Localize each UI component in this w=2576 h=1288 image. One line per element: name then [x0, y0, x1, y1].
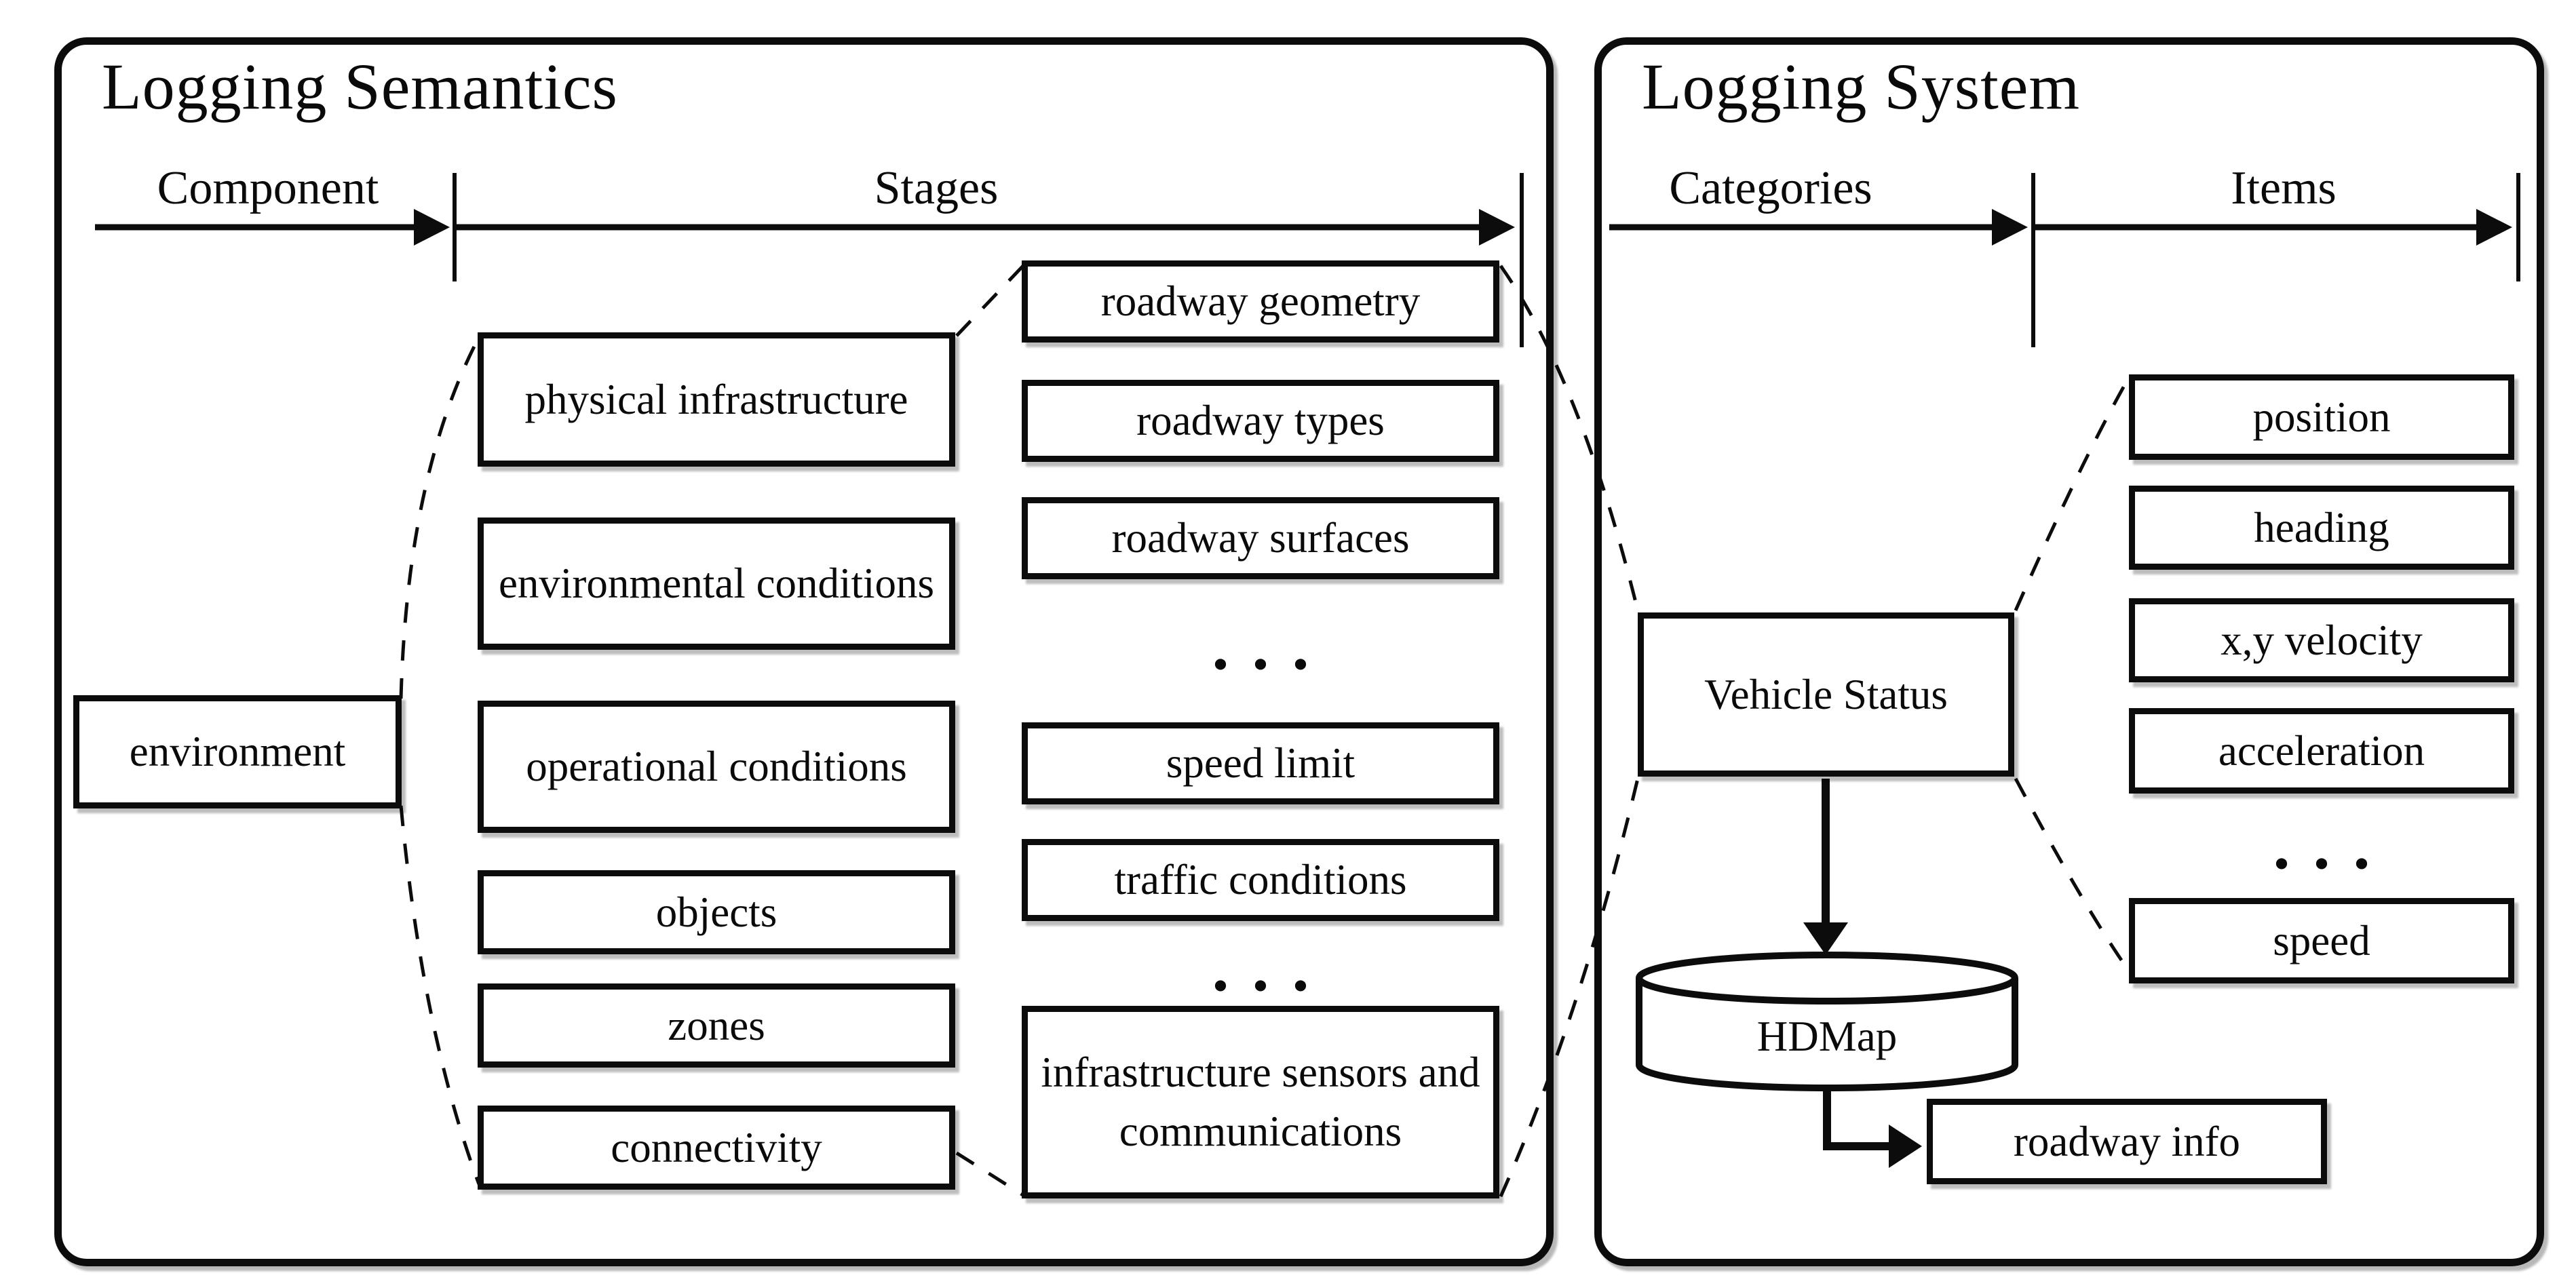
- stage-box-environmental-conditions: environmental conditions: [478, 518, 955, 650]
- ellipsis-more-stages: ...: [1212, 608, 1332, 684]
- dashed-link-physical-infrastructure-roadway-geometry: [955, 265, 1024, 337]
- item-box-position: position: [2129, 374, 2514, 460]
- column-header-categories: Categories: [1669, 162, 1872, 214]
- stage-box-infrastructure-sensors-communications: infrastructure sensors and communication…: [1022, 1006, 1499, 1198]
- arrowhead-icon: [1992, 209, 2028, 246]
- item-box-heading: heading: [2129, 486, 2514, 570]
- column-header-stages: Stages: [874, 162, 999, 214]
- column-header-items: Items: [2231, 162, 2337, 214]
- column-header-component: Component: [157, 162, 379, 214]
- item-box-acceleration: acceleration: [2129, 708, 2514, 794]
- panel-logging-system: [1594, 37, 2544, 1266]
- stage-box-connectivity: connectivity: [478, 1106, 955, 1190]
- dashed-link-roadway-geometry-vehicle-status: [1499, 265, 1640, 611]
- arrowhead-icon: [1803, 922, 1848, 955]
- dashed-link-vehicle-status-position: [2014, 378, 2130, 612]
- dashed-link-infrastructure-sensors-vehicle-status: [1499, 778, 1640, 1198]
- category-box-vehicle-status: Vehicle Status: [1638, 612, 2014, 777]
- stage-box-roadway-surfaces: roadway surfaces: [1022, 497, 1499, 579]
- stage-box-roadway-types: roadway types: [1022, 380, 1499, 462]
- output-box-roadway-info: roadway info: [1927, 1099, 2327, 1184]
- item-box-speed: speed: [2129, 898, 2514, 983]
- stage-box-physical-infrastructure: physical infrastructure: [478, 332, 955, 467]
- stage-box-operational-conditions: operational conditions: [478, 701, 955, 833]
- arrowhead-icon: [2476, 209, 2512, 246]
- arrow-hdmap-to-roadway-info: [1823, 1084, 1890, 1150]
- dashed-link-environment-connectivity: [399, 805, 481, 1185]
- ellipsis-more-stages: ...: [1212, 930, 1332, 1005]
- component-box-environment: environment: [73, 695, 402, 808]
- stage-box-roadway-geometry: roadway geometry: [1022, 260, 1499, 343]
- arrowhead-icon: [1889, 1125, 1922, 1168]
- ellipsis-more-items: ...: [2273, 808, 2394, 883]
- stage-box-speed-limit: speed limit: [1022, 722, 1499, 804]
- stage-box-objects: objects: [478, 870, 955, 954]
- item-box-xy-velocity: x,y velocity: [2129, 598, 2514, 682]
- stage-box-zones: zones: [478, 983, 955, 1068]
- database-label-hdmap: HDMap: [1756, 1012, 1898, 1060]
- database-cylinder-icon: [1636, 952, 2018, 1091]
- panel-title-logging-system: Logging System: [1642, 50, 2081, 123]
- panel-logging-semantics: [54, 37, 1554, 1266]
- arrowhead-icon: [414, 209, 450, 246]
- panel-title-logging-semantics: Logging Semantics: [102, 50, 618, 123]
- dashed-link-vehicle-status-speed: [2014, 777, 2128, 969]
- stage-box-traffic-conditions: traffic conditions: [1022, 839, 1499, 921]
- dashed-link-connectivity-infrastructure-sensors: [955, 1151, 1024, 1197]
- dashed-link-environment-physical-infrastructure: [399, 336, 481, 699]
- arrowhead-icon: [1479, 209, 1515, 246]
